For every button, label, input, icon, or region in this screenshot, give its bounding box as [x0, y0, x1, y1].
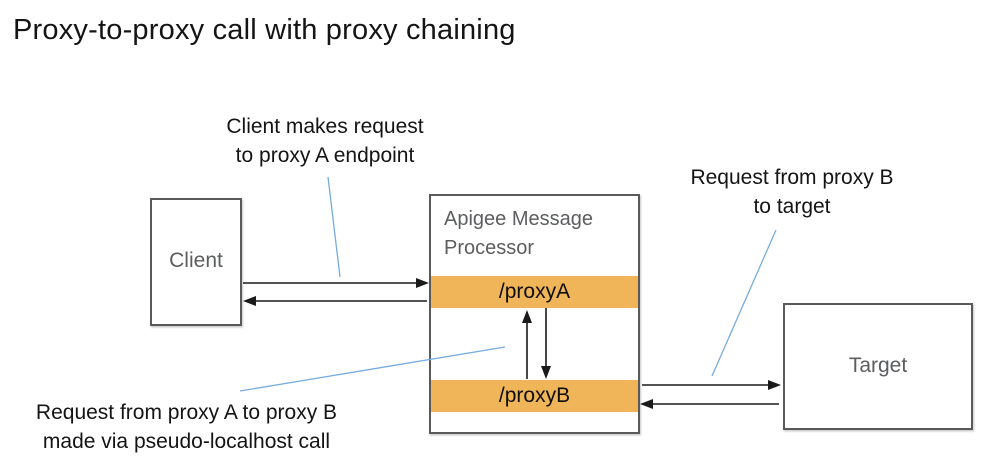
client-box: Client [150, 198, 242, 326]
message-processor-box: Apigee Message Processor /proxyA /proxyB [429, 194, 640, 434]
arrow-proxyb-to-target [642, 380, 781, 390]
annotation-proxy-a-to-proxy-b: Request from proxy A to proxy B made via… [35, 401, 338, 453]
annotation-proxy-b-to-target: Request from proxy B to target [690, 166, 894, 218]
proxy-b-endpoint-bar: /proxyB [431, 380, 638, 412]
diagram-title: Proxy-to-proxy call with proxy chaining [13, 14, 516, 46]
proxy-a-endpoint-bar: /proxyA [431, 276, 638, 308]
target-label: Target [848, 353, 908, 377]
annotation-client-request: Client makes request to proxy A endpoint [226, 115, 424, 167]
arrow-target-to-proxyb [640, 399, 779, 409]
leader-client-request [327, 176, 341, 278]
client-label: Client [169, 249, 223, 273]
leader-proxyb-to-target [711, 229, 777, 377]
arrow-client-to-proxya [243, 278, 429, 288]
message-processor-title: Apigee Message Processor [444, 208, 593, 259]
arrow-proxya-to-client [243, 296, 427, 306]
target-box: Target [783, 303, 973, 430]
